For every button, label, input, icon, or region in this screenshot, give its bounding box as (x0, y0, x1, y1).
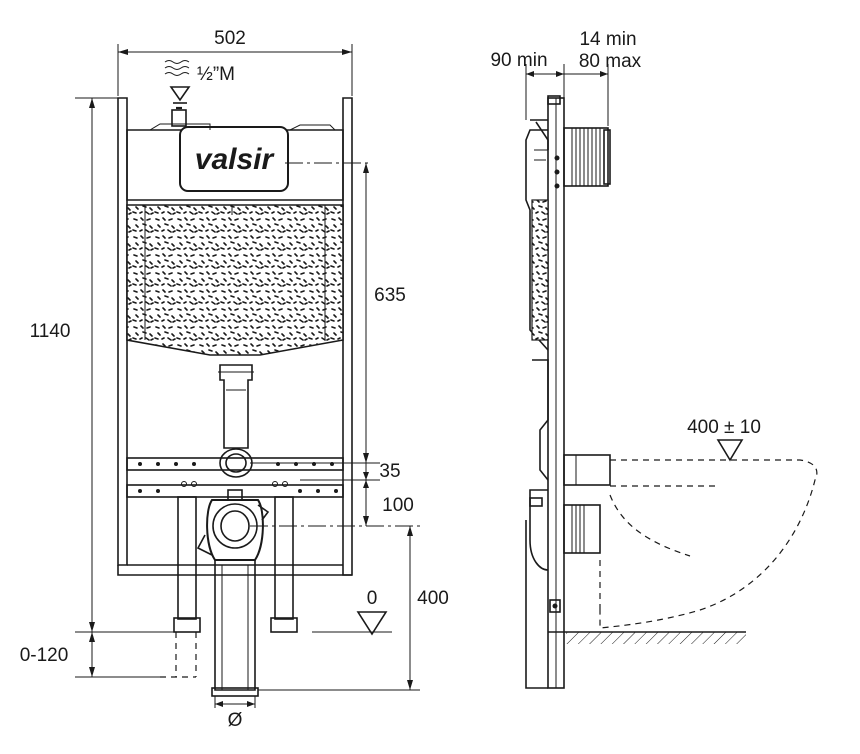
svg-text:½”M: ½”M (197, 64, 235, 85)
dim-foot-adjustment: 0-120 (20, 632, 165, 678)
svg-text:100: 100 (382, 495, 414, 516)
svg-text:0-120: 0-120 (20, 645, 69, 666)
side-flush-connector (563, 454, 611, 486)
frame-right-upright (342, 97, 353, 576)
water-wave-icon (164, 60, 190, 76)
svg-text:635: 635 (374, 285, 406, 306)
rail-upper (126, 457, 344, 471)
svg-text:90 min: 90 min (490, 50, 547, 71)
svg-text:400 ± 10: 400 ± 10 (687, 417, 761, 438)
svg-text:1140: 1140 (30, 321, 71, 342)
leg-right (274, 496, 294, 620)
bowl-level-triangle-icon (716, 439, 744, 462)
dim-frame-width: 502 (117, 28, 353, 96)
side-view: 90 min 14 min 80 max 400 ± 10 (490, 29, 818, 689)
drain-elbow (206, 499, 264, 561)
water-connection-label: ½”M (164, 60, 235, 104)
svg-text:14 min: 14 min (579, 29, 636, 50)
water-inlet-valve (171, 109, 187, 127)
valsir-logo-plate (179, 126, 289, 192)
leg-left (177, 496, 197, 620)
frame-left-upright (117, 97, 128, 566)
drain-pipe (214, 560, 256, 691)
rail-lower (126, 484, 344, 498)
svg-text:0: 0 (367, 588, 378, 609)
side-cistern (525, 129, 549, 351)
dim-flush-stack: 635 35 100 (250, 163, 414, 526)
flush-pipe (219, 364, 253, 449)
flush-plate-threaded (563, 127, 609, 187)
svg-text:502: 502 (214, 28, 246, 49)
toilet-bowl-outline (599, 459, 818, 629)
dim-drain-diameter: Ø (214, 696, 256, 731)
dim-drain-height: 400 (258, 526, 449, 691)
dim-frame-height: 1140 (30, 97, 180, 633)
svg-text:400: 400 (417, 588, 449, 609)
front-view: valsir (20, 28, 449, 731)
floor-level-marker: 0 (312, 588, 392, 636)
cistern-tank (126, 204, 344, 356)
svg-text:35: 35 (379, 461, 400, 482)
svg-text:Ø: Ø (228, 710, 243, 731)
level-triangle-icon (356, 611, 388, 636)
side-drain-connector (563, 504, 601, 554)
bowl-height-marker: 400 ± 10 (687, 417, 761, 462)
dim-cover-thickness: 14 min 80 max (564, 29, 642, 126)
dim-wall-depth: 90 min (490, 50, 565, 120)
water-level-triangle-icon (169, 86, 191, 102)
svg-text:80 max: 80 max (579, 51, 642, 72)
valsir-logo-text: valsir (195, 143, 276, 176)
